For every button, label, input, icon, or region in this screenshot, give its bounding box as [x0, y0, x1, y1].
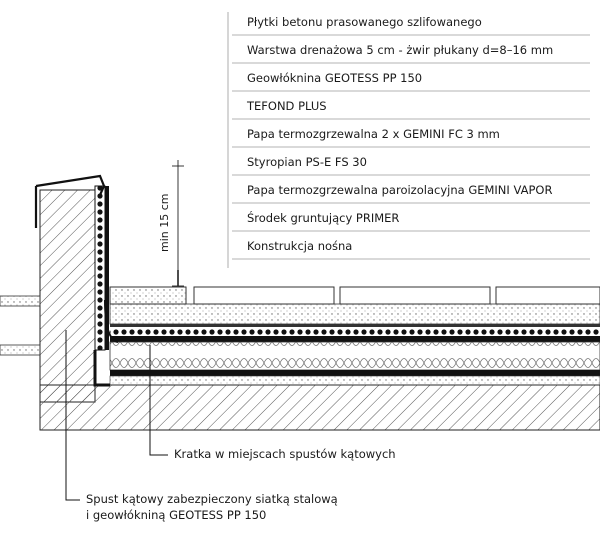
concrete-tiles-left [109, 286, 187, 305]
outlet-note-line1: Spust kątowy zabezpieczony siatką stalow… [86, 492, 338, 506]
drainage-gravel [109, 303, 600, 325]
layer-label-eps: Styropian PS-E FS 30 [247, 155, 367, 169]
membrane-upstand [94, 185, 106, 351]
wall-insulation-2 [0, 344, 41, 356]
layer-label-drainage: Warstwa drenażowa 5 cm - żwir płukany d=… [247, 43, 554, 57]
layer-label-structure: Konstrukcja nośna [247, 239, 353, 253]
grate-leader [149, 345, 168, 456]
eps-insulation [109, 341, 600, 371]
wall-insulation [0, 295, 41, 307]
outlet-note-line2: i geowłókniną GEOTESS PP 150 [86, 508, 267, 522]
outlet-leader [65, 330, 80, 501]
layer-label-tiles: Płytki betonu prasowanego szlifowanego [247, 15, 482, 29]
dimension-marker [172, 160, 184, 287]
layer-label-vapor: Papa termozgrzewalna paroizolacyjna GEMI… [247, 183, 553, 197]
layer-leader-lines [227, 12, 590, 268]
layer-label-tefond: TEFOND PLUS [247, 99, 327, 113]
primer-layer [109, 375, 600, 386]
layer-label-geotextile: Geowłóknina GEOTESS PP 150 [247, 71, 423, 85]
structural-slab [39, 384, 600, 431]
layer-label-membrane: Papa termozgrzewalna 2 x GEMINI FC 3 mm [247, 127, 500, 141]
geotextile [110, 324, 600, 327]
grate-note: Kratka w miejscach spustów kątowych [174, 447, 396, 461]
vapor-barrier [110, 370, 600, 376]
concrete-tiles [193, 286, 335, 305]
layer-label-primer: Środek gruntujący PRIMER [247, 211, 400, 225]
bitumen-membrane [110, 336, 600, 342]
parapet-wall [39, 189, 96, 403]
dimension-label: min 15 cm [158, 193, 171, 253]
tefond-membrane [110, 327, 600, 336]
